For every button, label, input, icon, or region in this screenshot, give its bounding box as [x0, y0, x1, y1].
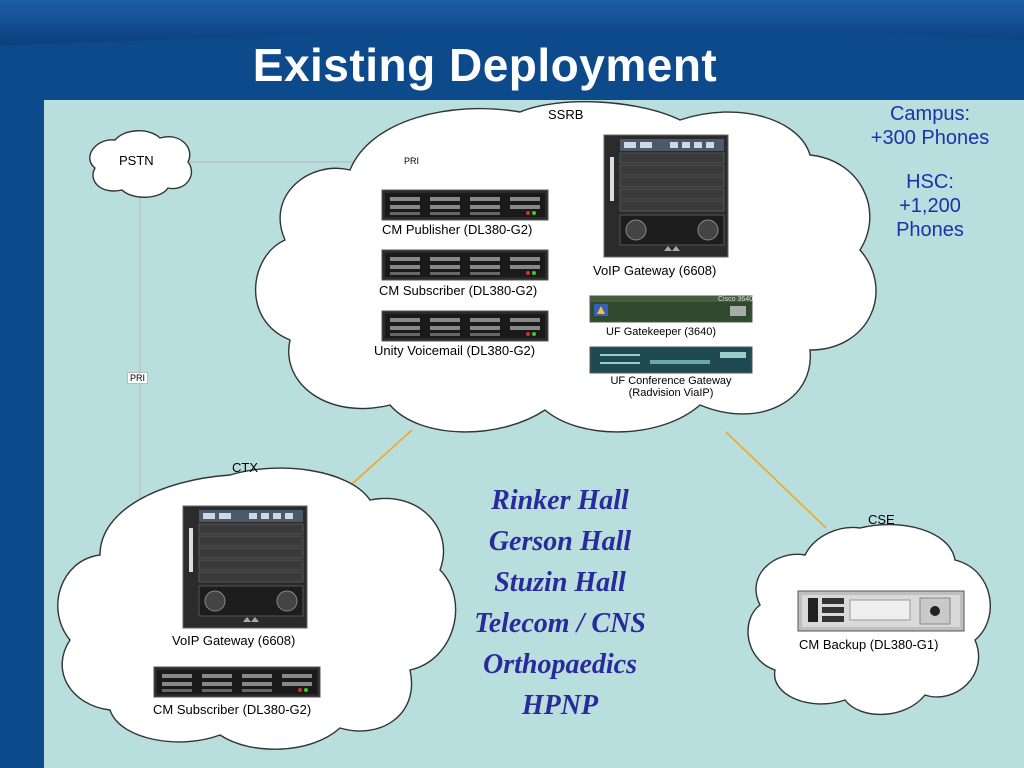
ctx-label: CTX — [232, 460, 258, 475]
slide-title: Existing Deployment — [252, 39, 718, 91]
building-item: Rinker Hall — [491, 485, 629, 516]
voip-gateway-ssrb-label: VoIP Gateway (6608) — [593, 263, 717, 278]
campus-phones: Campus: +300 Phones — [848, 102, 1012, 150]
building-item: Gerson Hall — [488, 526, 632, 557]
unity-voicemail-server — [381, 310, 549, 342]
unity-voicemail-label: Unity Voicemail (DL380-G2) — [374, 343, 536, 358]
campus-line1: Campus: — [889, 103, 971, 125]
ssrb-label: SSRB — [548, 107, 584, 122]
pri-left-label: PRI — [127, 372, 149, 384]
hsc-line3: Phones — [896, 219, 964, 241]
cm-publisher-label: CM Publisher (DL380-G2) — [382, 222, 533, 237]
cm-backup-server — [797, 590, 965, 632]
building-item: Telecom / CNS — [474, 608, 646, 639]
campus-line2: +300 Phones — [870, 127, 990, 149]
cse-label: CSE — [868, 512, 895, 527]
cm-subscriber-ctx-label: CM Subscriber (DL380-G2) — [153, 702, 312, 717]
uf-conference-gateway-label: UF Conference Gateway (Radvision ViaIP) — [590, 375, 752, 399]
gatekeeper-badge: Cisco 3640 — [718, 296, 754, 303]
cm-publisher-server — [381, 189, 549, 221]
uf-conference-gateway-device — [589, 346, 753, 374]
voip-gateway-ssrb-chassis — [603, 134, 729, 258]
hsc-line2: +1,200 — [899, 195, 961, 217]
pstn-label: PSTN — [119, 153, 154, 168]
voip-gateway-ctx-label: VoIP Gateway (6608) — [172, 633, 296, 648]
buildings-list: Rinker Hall Gerson Hall Stuzin Hall Tele… — [440, 480, 680, 726]
cm-subscriber-ssrb-label: CM Subscriber (DL380-G2) — [379, 283, 538, 298]
uf-conference-gateway-line2: (Radvision ViaIP) — [628, 387, 714, 399]
hsc-line1: HSC: — [906, 171, 954, 193]
hsc-phones: HSC: +1,200 Phones — [868, 170, 992, 242]
building-item: Stuzin Hall — [494, 567, 626, 598]
uf-gatekeeper-label: UF Gatekeeper (3640) — [606, 326, 717, 338]
link-ssrb-ctx — [351, 429, 413, 485]
cm-subscriber-ssrb-server — [381, 249, 549, 281]
voip-gateway-ctx-chassis — [182, 505, 308, 629]
cm-subscriber-ctx-server — [153, 666, 321, 698]
building-item: Orthopaedics — [483, 649, 637, 680]
uf-conference-gateway-line1: UF Conference Gateway — [610, 375, 732, 387]
link-ssrb-cse — [725, 431, 827, 529]
building-item: HPNP — [521, 690, 599, 721]
pri-top-label: PRI — [402, 156, 422, 166]
cm-backup-label: CM Backup (DL380-G1) — [799, 637, 939, 652]
pstn-cloud — [89, 130, 193, 198]
uf-gatekeeper-device — [589, 295, 753, 323]
